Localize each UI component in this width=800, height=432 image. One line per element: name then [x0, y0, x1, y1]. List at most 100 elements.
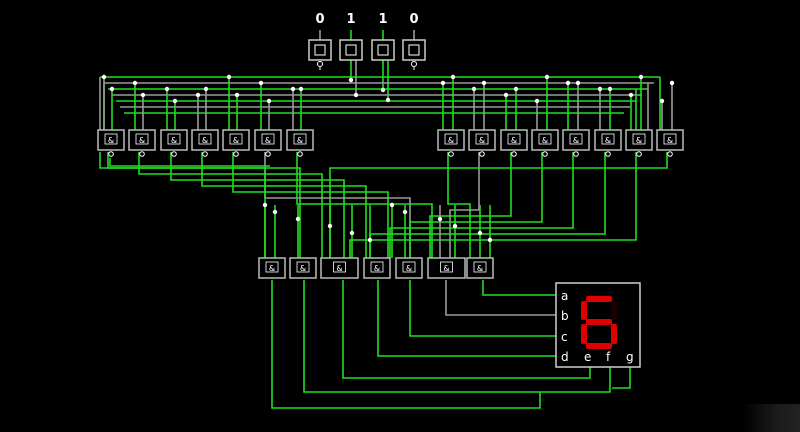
digit-segments: [581, 296, 617, 349]
junction-dot-44: [477, 230, 483, 236]
gate-symbol: &: [202, 136, 208, 145]
gate-symbol: &: [605, 136, 611, 145]
or-gate-row3-4: &: [395, 257, 423, 279]
wire-88: [612, 367, 631, 389]
gate-symbol: &: [171, 136, 177, 145]
wire-80: [109, 158, 270, 167]
input-bit-0-label: 0: [315, 12, 324, 27]
junction-dot-17: [481, 80, 487, 86]
junction-dot-37: [327, 223, 333, 229]
input-bit-2-label: 1: [378, 12, 387, 27]
gate-symbol: &: [233, 136, 239, 145]
gate-symbol: &: [139, 136, 145, 145]
junction-dot-39: [367, 237, 373, 243]
segment-g: [586, 319, 612, 325]
or-gate-row3-6: &: [466, 257, 494, 279]
and-gate-row1-1: &: [128, 129, 156, 157]
junction-dot-1: [109, 86, 115, 92]
or-gate-row3-1: &: [289, 257, 317, 279]
gate-symbol: &: [667, 136, 673, 145]
junction-dot-7: [203, 86, 209, 92]
input-switch-3[interactable]: [402, 39, 426, 67]
gate-symbol: &: [479, 136, 485, 145]
junction-dot-4: [164, 86, 170, 92]
wire-83: [409, 280, 556, 337]
display-pin-c-label: c: [561, 330, 568, 344]
junction-dot-16: [471, 86, 477, 92]
junction-dot-0: [101, 74, 107, 80]
segment-c: [611, 324, 617, 344]
junction-dot-19: [513, 86, 519, 92]
seven-segment-display: a b c d e f g: [555, 282, 641, 368]
gate-symbol: &: [297, 136, 303, 145]
junction-dot-13: [298, 86, 304, 92]
wire-61: [429, 152, 512, 258]
wire-79: [99, 152, 266, 258]
wire-59: [447, 152, 471, 258]
display-pin-e-label: e: [584, 350, 591, 364]
segment-e: [581, 324, 587, 344]
gate-symbol: &: [511, 136, 517, 145]
junction-dot-31: [380, 87, 386, 93]
gate-symbol: &: [336, 264, 342, 273]
display-pin-b-label: b: [561, 309, 569, 323]
junction-dot-22: [565, 80, 571, 86]
segment-b: [611, 301, 617, 320]
junction-dot-27: [638, 74, 644, 80]
segment-a: [586, 296, 612, 302]
junction-dot-10: [258, 80, 264, 86]
wire-82: [445, 280, 556, 316]
gate-symbol: &: [269, 264, 275, 273]
wire-53: [138, 152, 323, 258]
junction-dot-3: [140, 92, 146, 98]
gate-symbol: &: [374, 264, 380, 273]
junction-dot-20: [534, 98, 540, 104]
wire-65: [349, 152, 637, 258]
junction-dot-40: [389, 202, 395, 208]
junction-dot-5: [172, 98, 178, 104]
wire-66: [329, 152, 668, 258]
segment-d: [586, 343, 612, 349]
junction-dot-38: [349, 230, 355, 236]
and-gate-row1-4: &: [222, 129, 250, 157]
junction-dot-9: [234, 92, 240, 98]
or-gate-row3-3: &: [363, 257, 391, 279]
wire-63: [389, 152, 574, 258]
junction-dot-23: [575, 80, 581, 86]
wires: [99, 30, 673, 409]
junction-dot-21: [544, 74, 550, 80]
or-gate-row3-5: &: [427, 257, 466, 279]
gate-symbol: &: [406, 264, 412, 273]
and-gate-row2-2: &: [500, 129, 528, 157]
junction-dot-43: [452, 223, 458, 229]
gate-symbol: &: [300, 264, 306, 273]
input-bit-1-label: 1: [346, 12, 355, 27]
and-gate-row2-6: &: [625, 129, 653, 157]
junction-dot-6: [195, 92, 201, 98]
input-switch-1[interactable]: [339, 39, 363, 61]
junction-dot-14: [440, 80, 446, 86]
segment-f: [581, 301, 587, 320]
gate-symbol: &: [265, 136, 271, 145]
input-switch-0[interactable]: [308, 39, 332, 67]
display-pin-a-label: a: [561, 289, 568, 303]
and-gate-row2-4: &: [562, 129, 590, 157]
junction-dot-28: [659, 98, 665, 104]
gates: &&&&&&&&&&&&&&&&&&&&&&: [97, 129, 684, 279]
display-pin-d-label: d: [561, 350, 569, 364]
junction-dot-26: [628, 92, 634, 98]
junction-dot-11: [266, 98, 272, 104]
junction-dot-8: [226, 74, 232, 80]
gate-symbol: &: [443, 264, 449, 273]
junction-dot-29: [669, 80, 675, 86]
gate-symbol: &: [573, 136, 579, 145]
and-gate-row2-7: &: [656, 129, 684, 157]
wire-86: [303, 280, 611, 393]
input-switch-2[interactable]: [371, 39, 395, 61]
junction-dot-35: [272, 209, 278, 215]
junction-dot-42: [437, 216, 443, 222]
junction-dot-12: [290, 86, 296, 92]
junction-dot-2: [132, 80, 138, 86]
wire-81: [482, 280, 556, 296]
